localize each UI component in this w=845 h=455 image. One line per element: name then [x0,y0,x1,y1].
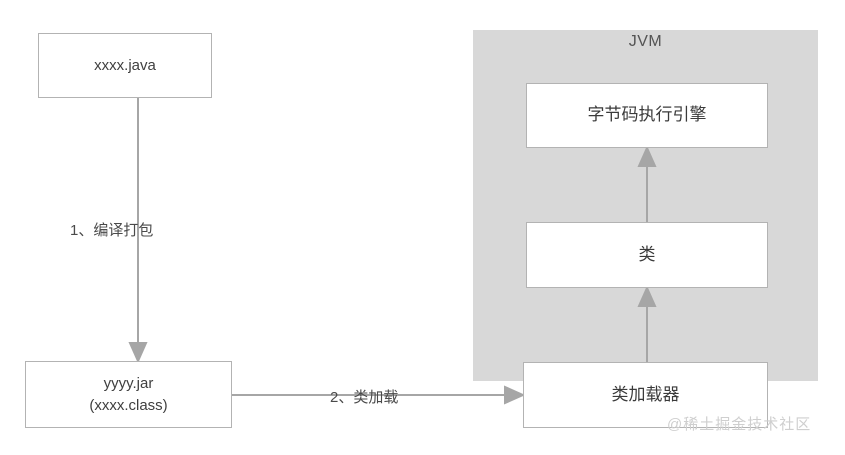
box-package-artifact[interactable]: yyyy.jar (xxxx.class) [25,361,232,428]
label-step1-compile: 1、编译打包 [70,222,154,239]
label-step2-classload: 2、类加载 [330,389,399,406]
box-source-file[interactable]: xxxx.java [38,33,212,98]
box-class-label: 类 [638,244,656,264]
box-source-file-label: xxxx.java [94,56,156,74]
box-package-line2: (xxxx.class) [89,396,168,414]
box-bytecode-engine[interactable]: 字节码执行引擎 [526,83,768,148]
box-classloader-label: 类加载器 [611,384,680,404]
box-bytecode-engine-label: 字节码执行引擎 [587,105,707,125]
connector-compile-arrowhead [128,342,148,364]
box-class[interactable]: 类 [526,222,768,288]
box-package-line1: yyyy.jar [103,374,154,392]
box-classloader[interactable]: 类加载器 [523,362,768,428]
jvm-panel-title: JVM [628,33,663,50]
watermark: @稀土掘金技术社区 [667,416,812,433]
connector-load-arrowhead [504,385,526,405]
